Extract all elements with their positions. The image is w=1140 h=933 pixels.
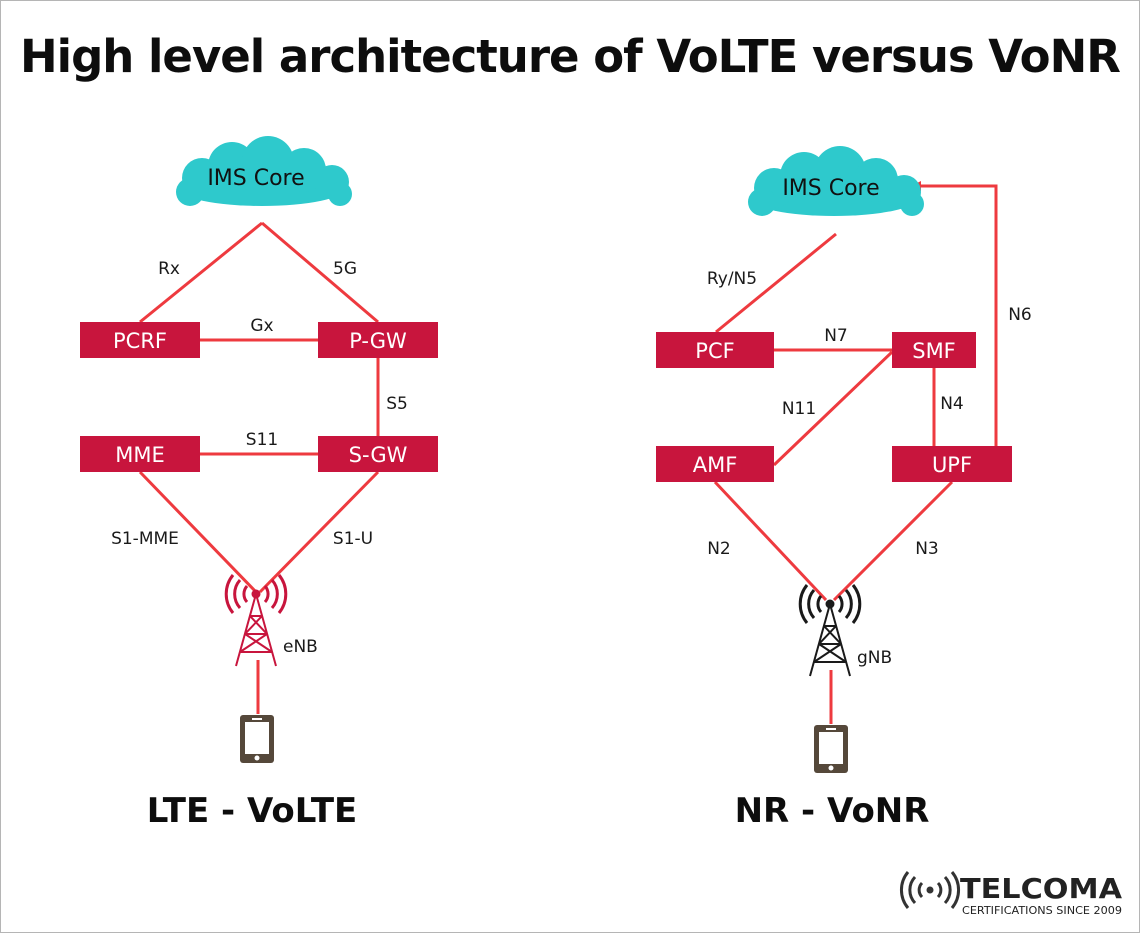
lte-volte-title: LTE - VoLTE [147,791,358,831]
telcoma-logo: TELCOMA CERTIFICATIONS SINCE 2009 [900,871,1122,917]
s1-mme-label: S1-MME [111,529,179,549]
pcrf-label: PCRF [113,329,167,353]
n11-label: N11 [782,399,816,419]
s1-u-link [258,470,380,594]
gnb-label: gNB [857,648,892,668]
sgw-node: S-GW [318,436,438,472]
sgw-label: S-GW [349,443,408,467]
n2-link [713,480,828,602]
amf-node: AMF [656,446,774,482]
signal-waves-icon [900,871,960,909]
page-title: High level architecture of VoLTE versus … [20,30,1121,83]
ims-core-label: IMS Core [207,166,304,191]
mme-node: MME [80,436,200,472]
n6-label: N6 [1008,305,1032,325]
nr-vonr-section: IMS Core PCF SMF AMF UPF Ry/N5 N7 N11 N4… [656,146,1032,831]
mme-label: MME [115,443,165,467]
n4-label: N4 [940,394,964,414]
nr-vonr-title: NR - VoNR [735,791,930,831]
pgw-label: P-GW [349,329,407,353]
ry-n5-link [715,232,837,334]
lte-volte-section: IMS Core PCRF P-GW MME S-GW Rx 5G Gx S5 … [80,136,438,831]
upf-label: UPF [932,453,972,477]
ims-core-label: IMS Core [782,176,879,201]
smf-node: SMF [892,332,976,368]
s11-label: S11 [246,430,278,450]
n3-link [832,480,954,602]
smartphone-icon [814,725,848,773]
pgw-node: P-GW [318,322,438,358]
s1-u-label: S1-U [333,529,373,549]
brand-name: TELCOMA [960,872,1122,905]
n2-label: N2 [707,539,731,559]
s1-mme-link [138,470,258,594]
rx-label: Rx [158,259,180,279]
upf-node: UPF [892,446,1012,482]
n3-label: N3 [915,539,939,559]
n11-link [772,350,894,467]
smf-label: SMF [912,339,956,363]
cell-tower-icon [798,583,862,678]
ry-n5-label: Ry/N5 [707,269,757,289]
smartphone-icon [240,715,274,763]
pcf-label: PCF [695,339,734,363]
amf-label: AMF [693,453,738,477]
5g-link [261,221,379,324]
n7-label: N7 [824,326,848,346]
pcrf-node: PCRF [80,322,200,358]
rx-link [139,221,263,324]
pcf-node: PCF [656,332,774,368]
enb-label: eNB [283,637,318,657]
gx-label: Gx [250,316,273,336]
s5-label: S5 [386,394,408,414]
n6-link [911,181,998,446]
brand-tagline: CERTIFICATIONS SINCE 2009 [962,905,1122,917]
5g-label: 5G [333,259,357,279]
cell-tower-icon [224,573,288,668]
